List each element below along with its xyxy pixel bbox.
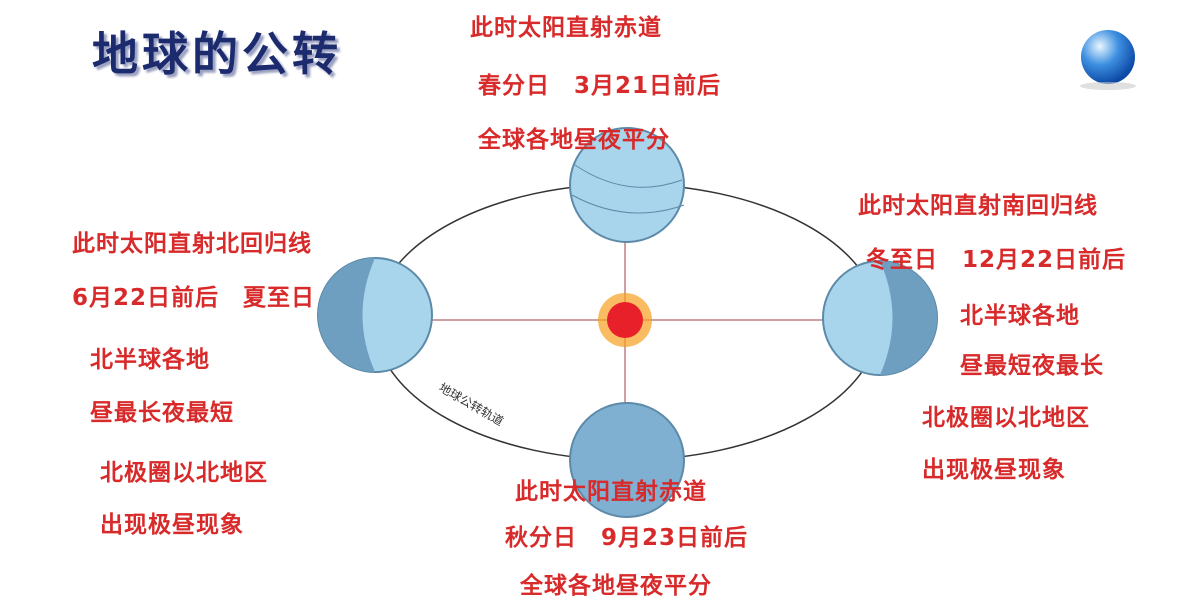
globe-summer — [317, 257, 433, 373]
summer-line4: 昼最长夜最短 — [90, 400, 234, 426]
spring-line3: 全球各地昼夜平分 — [478, 127, 670, 153]
orbit-diagram: 地球公转轨道 — [317, 30, 1136, 518]
summer-line6: 出现极昼现象 — [100, 512, 244, 538]
winter-line4: 昼最短夜最长 — [960, 353, 1104, 379]
globe-autumn — [569, 402, 685, 518]
winter-line2: 冬至日 12月22日前后 — [866, 247, 1127, 273]
winter-line3: 北半球各地 — [960, 303, 1080, 329]
winter-line6: 出现极昼现象 — [922, 457, 1066, 483]
autumn-line3: 全球各地昼夜平分 — [520, 573, 712, 599]
corner-globe-icon — [1080, 30, 1136, 90]
winter-line5: 北极圈以北地区 — [922, 405, 1090, 431]
autumn-line2: 秋分日 9月23日前后 — [505, 525, 749, 551]
orbit-label: 地球公转轨道 — [437, 380, 507, 429]
summer-line2: 6月22日前后 夏至日 — [72, 285, 316, 311]
globe-winter — [822, 260, 938, 376]
page-title: 地球的公转 — [92, 27, 342, 81]
summer-line3: 北半球各地 — [90, 347, 210, 373]
autumn-line1: 此时太阳直射赤道 — [515, 479, 707, 505]
spring-line1: 此时太阳直射赤道 — [470, 15, 662, 41]
globe-spring — [569, 127, 685, 243]
winter-line1: 此时太阳直射南回归线 — [858, 193, 1098, 219]
summer-line5: 北极圈以北地区 — [100, 460, 268, 486]
spring-line2: 春分日 3月21日前后 — [478, 73, 722, 99]
summer-line1: 此时太阳直射北回归线 — [72, 231, 312, 257]
sun-icon — [598, 293, 652, 347]
